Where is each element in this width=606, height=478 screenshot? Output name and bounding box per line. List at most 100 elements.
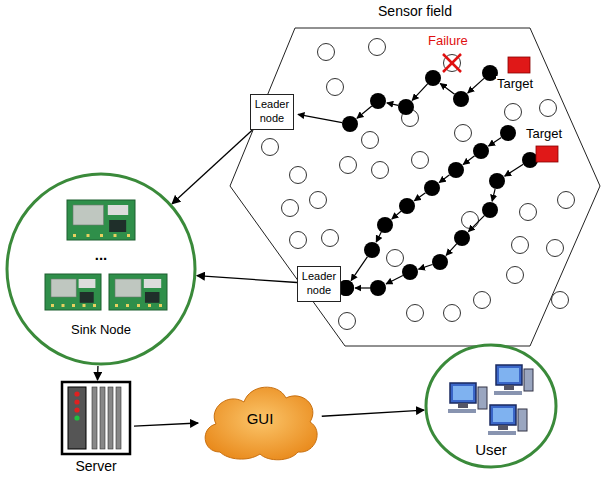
active-sensor <box>399 198 415 214</box>
active-sensor <box>370 93 386 109</box>
board-chip <box>144 279 161 288</box>
active-sensor <box>364 242 380 258</box>
user-circle: User <box>424 343 558 469</box>
chain-arrow <box>492 189 495 201</box>
idle-sensor <box>318 44 335 61</box>
keyboard <box>494 391 522 395</box>
chain-arrow <box>505 164 524 176</box>
idle-sensor <box>540 100 557 117</box>
chain-arrow <box>351 257 367 281</box>
connector-arrow <box>134 423 198 426</box>
board-pin <box>73 234 76 237</box>
hexagon-outline <box>230 28 600 346</box>
chain-arrow <box>412 84 427 101</box>
idle-sensor <box>290 167 307 184</box>
circuit-board <box>45 274 101 310</box>
idle-sensor <box>322 230 339 247</box>
leader-node-box: Leader node <box>250 94 294 130</box>
server-light <box>74 399 79 404</box>
chain-arrow <box>446 244 457 255</box>
node-text: Sink Node <box>5 322 197 337</box>
connector-arrow <box>172 130 252 204</box>
pc-tower <box>478 387 487 409</box>
chain-arrow <box>419 265 433 270</box>
circuit-board <box>109 274 167 310</box>
active-sensor <box>448 162 464 178</box>
target-label: Target <box>496 76 534 91</box>
board-pin <box>62 304 65 307</box>
idle-sensor <box>339 313 356 330</box>
board-pin <box>51 304 54 307</box>
chain-arrow <box>392 211 401 219</box>
idle-sensor <box>362 132 379 149</box>
server-light <box>74 415 79 420</box>
board-chip <box>51 279 76 297</box>
board-chip <box>109 220 126 232</box>
active-sensor <box>432 254 448 270</box>
monitor-screen <box>453 386 473 400</box>
active-sensor <box>453 91 469 107</box>
idle-sensor <box>462 212 479 229</box>
board-chip <box>80 292 94 303</box>
idle-sensor <box>282 200 299 217</box>
target-label: Target <box>525 126 563 141</box>
active-sensor <box>500 125 516 141</box>
idle-sensor <box>547 240 564 257</box>
node-text: Leader node <box>251 98 293 126</box>
idle-sensor <box>372 162 389 179</box>
connector-arrow <box>322 410 424 416</box>
active-sensor <box>424 180 440 196</box>
monitor <box>450 383 476 403</box>
chain-arrow <box>463 156 474 165</box>
idle-sensor <box>407 305 424 322</box>
keyboard <box>488 431 516 435</box>
idle-sensor <box>512 237 529 254</box>
board-pin <box>87 234 90 237</box>
board-pin <box>114 234 117 237</box>
board-chip <box>108 205 128 215</box>
board-pin <box>72 304 75 307</box>
failed-sensor <box>444 55 461 72</box>
active-sensor <box>489 173 505 189</box>
active-sensor <box>398 99 414 115</box>
monitor-screen <box>493 408 513 422</box>
node-text: User <box>424 441 558 458</box>
monitor-stand <box>504 385 514 390</box>
connector-arrow <box>197 276 297 283</box>
chain-arrow <box>386 276 403 284</box>
idle-sensor <box>520 204 537 221</box>
active-sensor <box>402 264 418 280</box>
monitor-stand <box>498 425 508 430</box>
idle-sensor <box>340 157 357 174</box>
leader-node-box: Leader node <box>297 266 341 302</box>
failure-cross <box>443 54 461 72</box>
board-pin <box>83 304 86 307</box>
server-light <box>74 391 79 396</box>
active-sensor <box>377 217 393 233</box>
board-pin <box>93 304 96 307</box>
board-chip <box>115 279 141 297</box>
active-sensor <box>370 280 386 296</box>
server-panel <box>68 387 86 449</box>
board-pin <box>137 304 140 307</box>
idle-sensor <box>387 250 404 267</box>
active-sensor <box>522 152 538 168</box>
chain-arrow <box>357 106 372 118</box>
chain-arrow <box>387 103 398 105</box>
pc-tower <box>524 369 533 391</box>
idle-sensor <box>290 232 307 249</box>
node-outline <box>228 26 602 348</box>
chain-arrow <box>488 137 501 146</box>
board-pin <box>127 234 130 237</box>
idle-sensor <box>327 79 344 96</box>
chain-arrow <box>298 114 342 122</box>
node-text: Leader node <box>298 270 340 298</box>
server-bay <box>108 387 113 449</box>
idle-sensor <box>444 305 461 322</box>
server-light <box>74 407 79 412</box>
active-sensor <box>473 143 489 159</box>
board-pin <box>126 304 129 307</box>
board-chip <box>79 279 96 288</box>
chain-arrow <box>468 78 484 93</box>
server-bay <box>116 387 121 449</box>
